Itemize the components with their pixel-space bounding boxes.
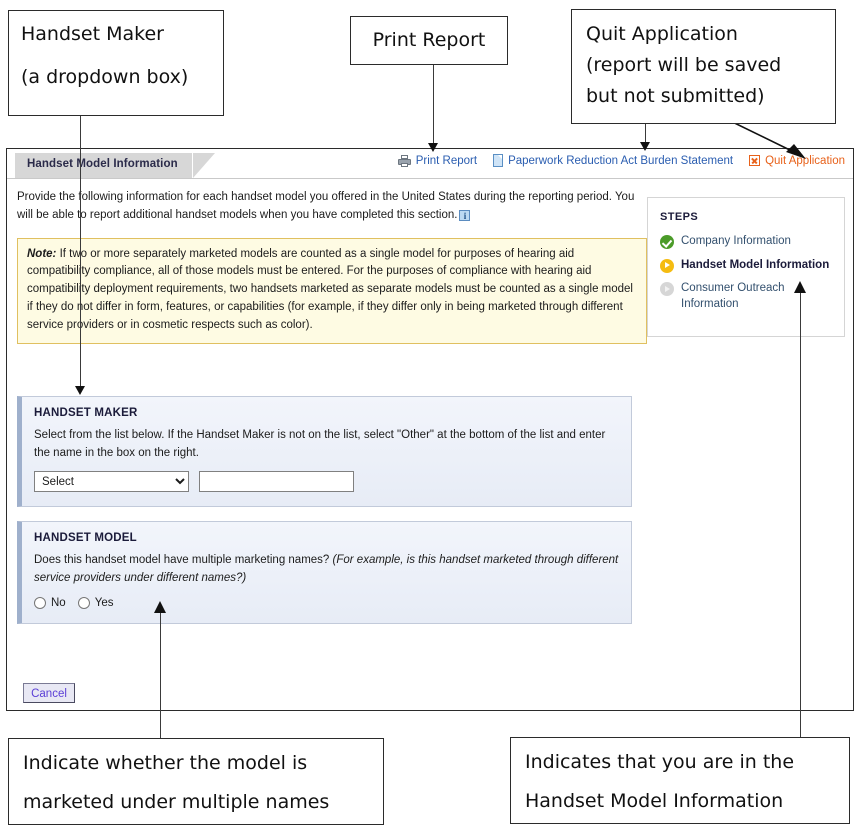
radio-yes-input[interactable] bbox=[77, 596, 90, 609]
multiple-names-radio-group: No Yes bbox=[34, 596, 619, 609]
intro-paragraph: Provide the following information for ea… bbox=[17, 189, 647, 225]
leader-paperwork bbox=[645, 124, 646, 148]
tab-slant-decoration bbox=[193, 153, 215, 178]
arrowhead-paperwork bbox=[640, 142, 650, 151]
handset-maker-select[interactable]: Select Other bbox=[34, 471, 189, 493]
callout-current-step-line2: Handset Model Information bbox=[525, 789, 784, 812]
handset-model-panel: HANDSET MODEL Does this handset model ha… bbox=[17, 521, 632, 624]
handset-maker-description: Select from the list below. If the Hands… bbox=[34, 428, 606, 459]
arrowhead-current-step bbox=[794, 281, 806, 293]
handset-maker-panel: HANDSET MAKER Select from the list below… bbox=[17, 395, 632, 508]
arrowhead-handset-maker bbox=[75, 386, 85, 395]
steps-title: STEPS bbox=[660, 211, 699, 223]
callout-current-step: Indicates that you are in the Handset Mo… bbox=[510, 737, 850, 824]
handset-model-question-example: (For example, is this handset marketed t… bbox=[34, 554, 619, 585]
callout-quit-application: Quit Application (report will be saved b… bbox=[571, 9, 836, 124]
quit-application-link[interactable]: Quit Application bbox=[749, 155, 845, 167]
leader-handset-maker bbox=[80, 116, 81, 393]
print-report-link[interactable]: Print Report bbox=[397, 154, 478, 167]
step-item-company-information[interactable]: Company Information bbox=[660, 234, 832, 250]
handset-maker-title: HANDSET MAKER bbox=[34, 406, 138, 419]
print-report-label: Print Report bbox=[415, 154, 478, 167]
callout-quit-line3: but not submitted) bbox=[586, 84, 765, 107]
radio-no-label: No bbox=[51, 596, 66, 609]
step-item-consumer-outreach-information[interactable]: Consumer Outreach Information bbox=[660, 281, 832, 312]
handset-model-title: HANDSET MODEL bbox=[34, 532, 137, 545]
note-label: Note: bbox=[27, 247, 57, 260]
radio-yes-label: Yes bbox=[94, 596, 114, 609]
header-links: Print Report Paperwork Reduction Act Bur… bbox=[397, 154, 845, 167]
leader-current-step bbox=[800, 292, 801, 737]
header-bar: Handset Model Information Print Report P… bbox=[7, 149, 853, 179]
handset-maker-fields: Select Other bbox=[34, 471, 619, 493]
step-label-consumer-outreach-information: Consumer Outreach Information bbox=[681, 282, 785, 310]
callout-print-report-line1: Print Report bbox=[372, 29, 486, 52]
callout-multiple-names-line2: marketed under multiple names bbox=[23, 790, 330, 813]
callout-print-report: Print Report bbox=[350, 16, 508, 65]
printer-icon bbox=[397, 154, 411, 167]
app-body: Provide the following information for ea… bbox=[7, 179, 853, 624]
callout-handset-maker-line1: Handset Maker bbox=[21, 23, 164, 45]
callout-handset-maker-line2: (a dropdown box) bbox=[21, 65, 189, 88]
radio-no-input[interactable] bbox=[34, 596, 46, 609]
radio-no[interactable]: No bbox=[34, 596, 66, 609]
handset-maker-other-input[interactable] bbox=[199, 471, 354, 493]
tab-handset-model-information[interactable]: Handset Model Information bbox=[15, 153, 192, 178]
step-label-company-information: Company Information bbox=[681, 235, 791, 247]
step-label-handset-model-information: Handset Model Information bbox=[681, 258, 830, 271]
document-icon bbox=[493, 154, 504, 167]
callout-quit-line1: Quit Application bbox=[586, 23, 738, 45]
cancel-button[interactable]: Cancel bbox=[23, 683, 75, 703]
paperwork-reduction-act-label: Paperwork Reduction Act Burden Statement bbox=[508, 154, 734, 167]
step-item-handset-model-information[interactable]: Handset Model Information bbox=[660, 258, 832, 274]
check-circle-icon bbox=[660, 235, 674, 249]
leader-print-report bbox=[433, 65, 434, 148]
callout-multiple-names-line1: Indicate whether the model is bbox=[23, 752, 308, 774]
quit-application-label: Quit Application bbox=[765, 154, 845, 167]
callout-current-step-line1: Indicates that you are in the bbox=[525, 751, 795, 773]
arrowhead-print-report bbox=[428, 143, 438, 152]
arrowhead-multiple-names bbox=[154, 601, 166, 613]
paperwork-reduction-act-link[interactable]: Paperwork Reduction Act Burden Statement bbox=[493, 154, 733, 167]
handset-model-question: Does this handset model have multiple ma… bbox=[34, 552, 619, 588]
callout-handset-maker: Handset Maker (a dropdown box) bbox=[8, 10, 224, 116]
radio-yes[interactable]: Yes bbox=[77, 596, 114, 609]
intro-text: Provide the following information for ea… bbox=[17, 191, 635, 221]
note-text: If two or more separately marketed model… bbox=[27, 247, 633, 331]
info-icon[interactable]: i bbox=[459, 209, 471, 221]
handset-model-question-text: Does this handset model have multiple ma… bbox=[34, 554, 330, 567]
arrow-circle-pending-icon bbox=[660, 282, 674, 297]
steps-panel: STEPS Company Information Handset Model … bbox=[647, 197, 845, 337]
arrow-circle-icon bbox=[660, 258, 674, 273]
callout-multiple-names: Indicate whether the model is marketed u… bbox=[8, 738, 384, 825]
note-box: Note: If two or more separately marketed… bbox=[17, 237, 647, 344]
close-icon bbox=[749, 155, 761, 166]
application-window: Handset Model Information Print Report P… bbox=[6, 148, 854, 711]
leader-multiple-names bbox=[160, 612, 161, 738]
callout-quit-line2: (report will be saved bbox=[586, 53, 782, 76]
